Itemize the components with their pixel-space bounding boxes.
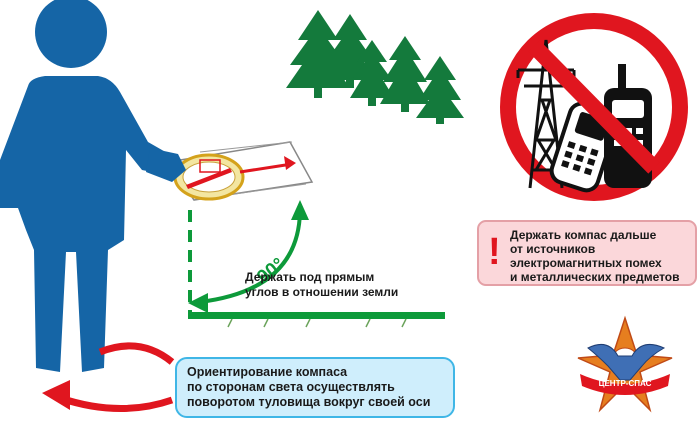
forest-trees [286,10,464,124]
logo-text: ЦЕНТР-СПАС [599,379,652,388]
person-figure [0,0,176,372]
arc-arrowhead-top [291,200,309,220]
rotation-arrow [42,342,175,413]
ground-instruction-line: углов в отношении земли [245,285,399,299]
person-head [35,0,107,68]
arc-arrowhead-left [188,293,208,313]
ground-line [188,312,445,319]
centr-spas-logo: ЦЕНТР-СПАС [577,315,673,413]
ground-instruction-line: Держать под прямым [245,270,375,284]
warning-line: и металлических предметов [510,270,680,284]
warning-callout: ! Держать компас дальше от источников эл… [477,220,697,286]
tree [350,40,394,106]
exclamation-icon: ! [488,231,501,273]
prohibition-sign [500,13,688,201]
tree [416,56,464,124]
mobile-phone-icon [549,101,619,193]
compass [146,141,314,201]
orientation-tip-line: по сторонам света осуществлять [187,380,395,394]
right-angle-arc [199,211,302,304]
direction-arrow [239,162,293,174]
hand [146,148,186,182]
logo-eagle [587,343,666,381]
compass-needle [186,168,232,189]
orientation-tip-callout: Ориентирование компаса по сторонам света… [175,357,455,418]
prohibition-slash [528,40,660,174]
ground-instruction: Держать под прямым углов в отношении зем… [245,270,398,300]
orientation-tip-line: поворотом туловища вокруг своей оси [187,395,431,409]
warning-line: электромагнитных помех [510,256,662,270]
tree [380,36,430,112]
orientation-tip-line: Ориентирование компаса [187,365,348,379]
warning-line: Держать компас дальше [510,228,657,242]
person-body [0,76,176,372]
warning-line: от источников [510,242,596,256]
ground-hatch [227,318,407,328]
